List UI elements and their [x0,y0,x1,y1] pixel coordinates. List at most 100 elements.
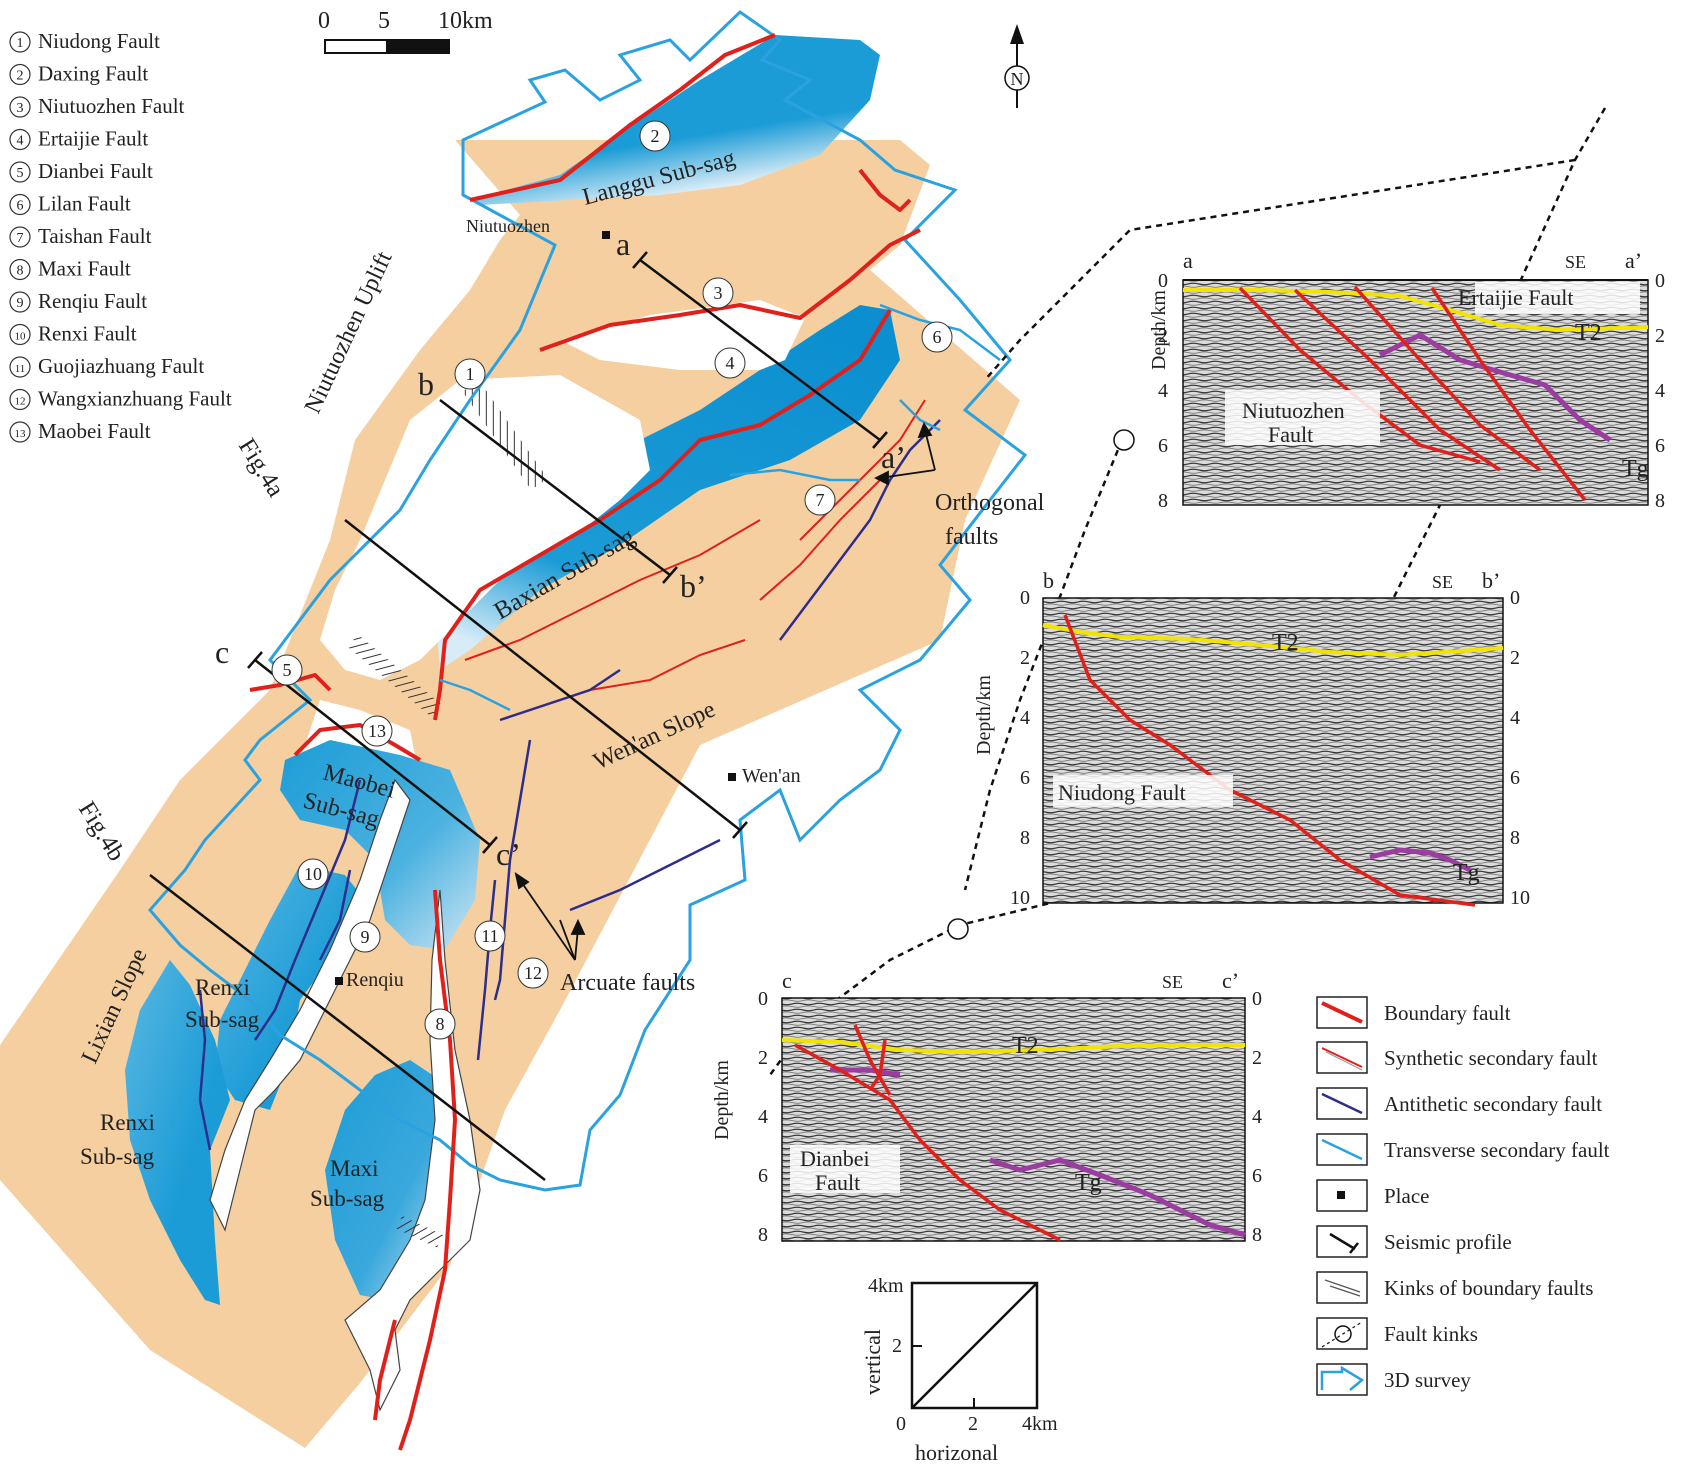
svg-text:4km: 4km [868,1275,904,1297]
fault-index-name: Maxi Fault [38,257,131,281]
baxian-sag [435,305,900,670]
profile-label-c-end: c’ [496,836,521,872]
structural-map: 2 3 4 1 5 6 7 8 9 10 11 12 13 Langgu Sub… [0,10,1045,1451]
svg-text:2: 2 [1252,1047,1262,1069]
synthetic-fault-icon [1316,1041,1368,1074]
svg-text:Fault: Fault [815,1170,860,1195]
svg-text:11: 11 [15,363,26,375]
fault-index-name: Renxi Fault [38,322,137,346]
label-niutuozhen-uplift: Niutuozhen Uplift [300,247,398,417]
label-fig4b: Fig.4b [73,797,130,866]
profile-label-b: b [418,366,434,402]
profile-c [254,659,491,846]
svg-text:6: 6 [1510,767,1520,789]
svg-text:c: c [782,968,792,993]
legend: Boundary fault Synthetic secondary fault… [1316,996,1610,1396]
maobei-fault [293,723,422,762]
profile-a [639,259,881,441]
svg-text:Depth/km: Depth/km [973,675,995,755]
fault-index-name: Niudong Fault [38,29,160,53]
svg-text:13: 13 [368,721,386,741]
svg-text:8: 8 [1158,490,1168,512]
antithetic-fault-icon [1316,1087,1368,1120]
svg-text:2: 2 [1020,647,1030,669]
svg-text:Depth/km: Depth/km [1148,290,1170,370]
3d-survey-outline [148,10,1028,1192]
svg-text:5: 5 [17,166,24,181]
svg-text:9: 9 [361,927,370,947]
fault-index-name: Guojiazhuang Fault [38,354,204,378]
fault-index-name: Maobei Fault [38,419,151,443]
svg-text:T2: T2 [1575,320,1602,346]
legend-label-synthetic: Synthetic secondary fault [1384,1046,1598,1070]
svg-text:11: 11 [481,926,498,946]
kink-hatch-3 [396,1215,443,1248]
basement-white-1 [560,300,805,370]
boundary-faults [249,33,921,1451]
niudong-fault [433,308,892,721]
place-niutuozhen [602,231,610,239]
svg-text:5: 5 [283,660,292,680]
svg-text:10: 10 [304,864,322,884]
label-orthogonal-1: Orthogonal [935,490,1045,516]
svg-text:b’: b’ [1482,568,1500,593]
svg-text:9: 9 [17,296,24,311]
label-fig4a: Fig.4a [233,434,289,502]
svg-text:4km: 4km [1022,1413,1058,1435]
legend-label-boundary: Boundary fault [1384,1001,1511,1025]
svg-text:0: 0 [1252,988,1262,1010]
svg-text:5: 5 [378,8,390,34]
label-wenan-place: Wen'an [742,765,801,787]
maxi-fault [398,889,457,1451]
svg-text:SE: SE [1162,972,1183,992]
survey-icon [1316,1363,1368,1396]
svg-text:SE: SE [1565,252,1586,272]
langgu-upper-red [858,168,912,212]
fault-index-name: Taishan Fault [38,224,152,248]
profile-fig4a [344,519,741,831]
svg-text:4: 4 [1252,1106,1262,1128]
label-renxi-a-2: Sub-sag [185,1007,260,1032]
legend-label-antithetic: Antithetic secondary fault [1384,1092,1602,1116]
legend-label-transverse: Transverse secondary fault [1384,1138,1610,1162]
svg-text:0: 0 [1655,270,1665,292]
svg-text:0: 0 [896,1413,906,1435]
svg-text:4: 4 [1020,707,1030,729]
svg-text:4: 4 [726,353,735,373]
boundary-fault-icon [1316,996,1368,1029]
svg-text:2: 2 [1655,325,1665,347]
label-renqiu: Renqiu [346,969,404,991]
svg-text:Tg: Tg [1622,456,1649,482]
basement-white-2 [320,375,650,680]
profile-fig4b [149,874,546,1181]
legend-label-3d-survey: 3D survey [1384,1368,1471,1392]
fault-index-item: 1 Niudong Fault [9,29,160,53]
svg-text:N: N [1011,69,1024,89]
svg-text:8: 8 [1510,827,1520,849]
svg-text:Dianbei: Dianbei [800,1146,870,1171]
svg-text:Tg: Tg [1453,860,1480,886]
fault-index-name: Lilan Fault [38,192,131,216]
svg-text:10: 10 [15,331,27,343]
renxi-sag-upper [215,865,365,1110]
svg-text:Tg: Tg [1075,1170,1102,1196]
fault-index-item: 13 Maobei Fault [9,419,151,443]
svg-text:3: 3 [714,283,723,303]
svg-text:6: 6 [758,1165,768,1187]
daxing-fault [469,33,776,202]
svg-text:4: 4 [17,134,24,149]
profile-label-a: a [616,226,630,262]
svg-text:1: 1 [17,36,24,51]
svg-text:10: 10 [1510,887,1530,909]
svg-text:0: 0 [318,8,330,34]
scale-bar: 0 5 10km [318,8,493,54]
seismic-section-b: b b’ SE T2 Tg Niudong Fault Depth/km 0 2… [973,568,1530,909]
seismic-section-a: a a’ SE Ertaijie Fault T2 Tg Niutuozhen … [1148,248,1665,512]
svg-text:13: 13 [15,428,27,440]
seismic-profiles [149,251,888,1181]
